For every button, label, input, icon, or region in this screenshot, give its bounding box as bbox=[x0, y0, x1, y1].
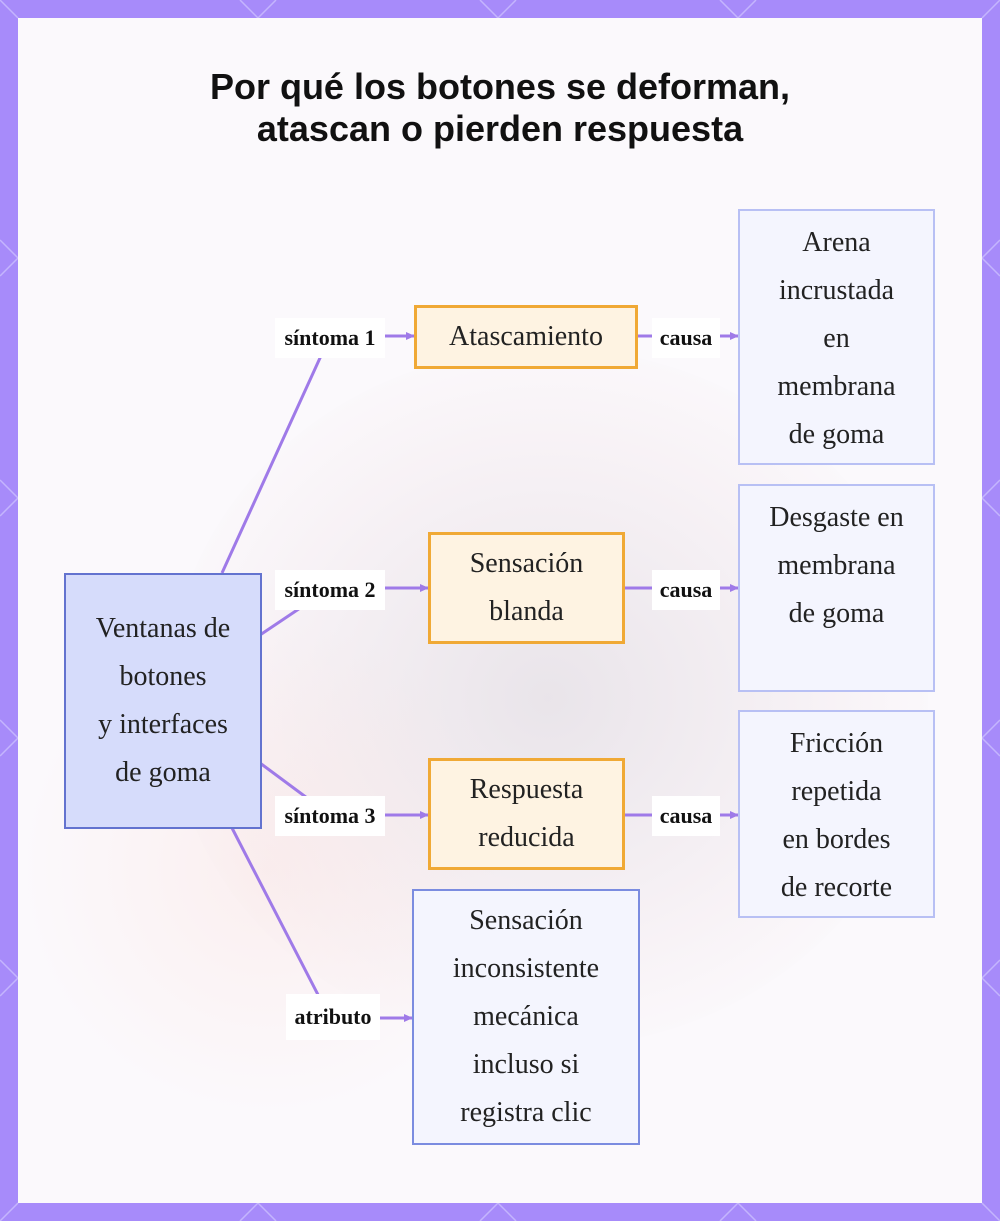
edge-label-symptom1: síntoma 1 bbox=[275, 318, 385, 358]
node-symptom1: Atascamiento bbox=[414, 305, 638, 369]
edge-label-cause2: causa bbox=[652, 570, 720, 610]
node-main: Ventanas de botones y interfaces de goma bbox=[64, 573, 262, 829]
node-symptom3: Respuesta reducida bbox=[428, 758, 625, 870]
node-attribute-text: Sensación inconsistente mecánica incluso… bbox=[453, 897, 599, 1137]
node-cause2: Desgaste en membrana de goma bbox=[738, 484, 935, 692]
node-cause3-text: Fricción repetida en bordes de recorte bbox=[781, 720, 892, 912]
edge-label-symptom3: síntoma 3 bbox=[275, 796, 385, 836]
edge-label-cause1: causa bbox=[652, 318, 720, 358]
node-symptom3-text: Respuesta reducida bbox=[470, 766, 584, 862]
node-cause3: Fricción repetida en bordes de recorte bbox=[738, 710, 935, 918]
node-symptom1-text: Atascamiento bbox=[449, 313, 603, 361]
edge-attribute bbox=[232, 828, 412, 1018]
node-main-text: Ventanas de botones y interfaces de goma bbox=[96, 605, 231, 797]
edge-label-attribute: atributo bbox=[286, 994, 380, 1040]
edge-label-cause3: causa bbox=[652, 796, 720, 836]
node-symptom2-text: Sensación blanda bbox=[470, 540, 584, 636]
edge-symptom1 bbox=[222, 336, 414, 573]
edge-label-symptom2: síntoma 2 bbox=[275, 570, 385, 610]
node-cause2-text: Desgaste en membrana de goma bbox=[769, 494, 904, 638]
node-cause1: Arena incrustada en membrana de goma bbox=[738, 209, 935, 465]
node-cause1-text: Arena incrustada en membrana de goma bbox=[777, 219, 895, 459]
node-attribute: Sensación inconsistente mecánica incluso… bbox=[412, 889, 640, 1145]
node-symptom2: Sensación blanda bbox=[428, 532, 625, 644]
